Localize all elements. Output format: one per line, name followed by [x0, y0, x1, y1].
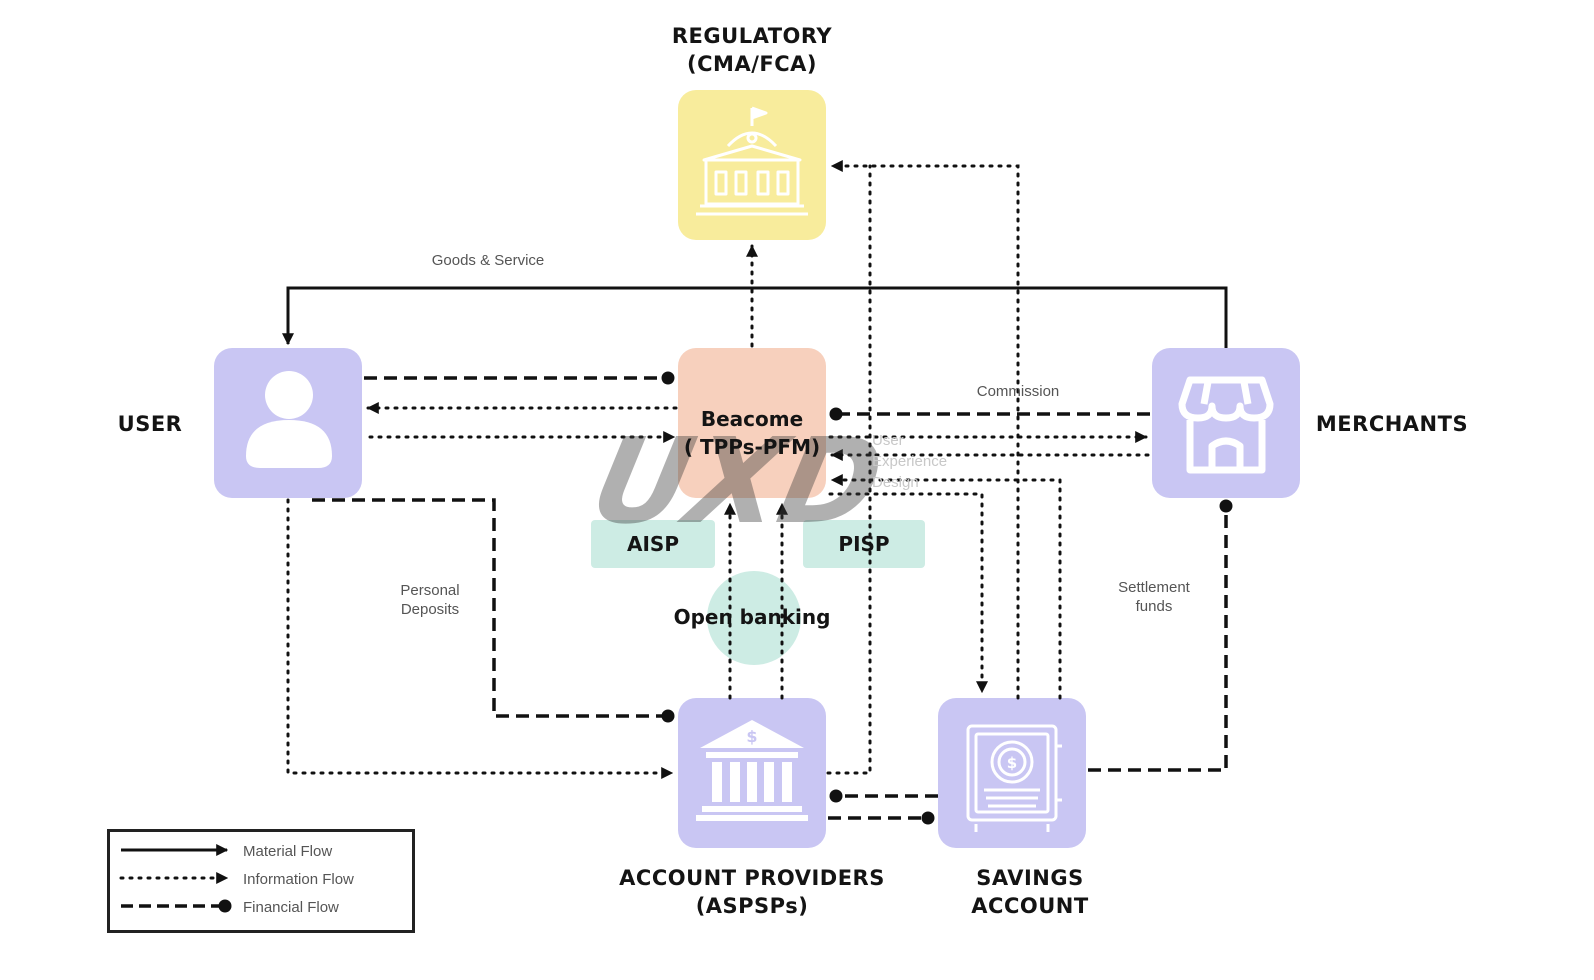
regulatory-title-line2: (CMA/FCA) [687, 52, 817, 76]
aisp-label: AISP [627, 532, 679, 556]
dollar-sign-glyph: $ [746, 727, 757, 746]
fin-flow-savings-to-merchants [1088, 499, 1233, 772]
pisp-label: PISP [838, 532, 890, 556]
beacome-title-line2: ( TPPs-PFM) [683, 435, 821, 459]
goods-service-label: Goods & Service [431, 252, 545, 269]
legend: Material Flow Information Flow Financial… [107, 829, 415, 933]
ux-line1: User [872, 432, 904, 449]
account-providers-title-line1: ACCOUNT PROVIDERS [619, 866, 885, 890]
safe-dollar-glyph: $ [1007, 754, 1017, 772]
commission-label: Commission [976, 383, 1060, 400]
legend-financial-label: Financial Flow [243, 899, 339, 916]
storefront-icon [1178, 376, 1274, 474]
ux-line3: Design [872, 474, 919, 491]
regulatory-title: REGULATORY (CMA/FCA) [602, 22, 902, 78]
info-flow-savings-to-beacome [830, 474, 1062, 700]
beacome-title: Beacome ( TPPs-PFM) [650, 405, 854, 461]
settlement-funds-label: Settlement funds [1104, 578, 1204, 616]
beacome-box [678, 348, 826, 498]
savings-title-line2: ACCOUNT [971, 894, 1089, 918]
pisp-box [803, 520, 925, 568]
merchants-box [1152, 348, 1300, 498]
ux-design-label: User Experience Design [872, 430, 982, 493]
watermark: UXD [581, 413, 895, 550]
bank-icon [696, 720, 808, 821]
legend-symbols [119, 844, 232, 913]
safe-icon [966, 724, 1062, 832]
savings-title: SAVINGS ACCOUNT [930, 864, 1130, 920]
legend-material-label: Material Flow [243, 843, 333, 860]
user-icon [246, 371, 332, 468]
merchants-title: MERCHANTS [1315, 412, 1469, 436]
personal-deposits-label: Personal Deposits [380, 581, 480, 619]
savings-title-line1: SAVINGS [976, 866, 1084, 890]
settlement-line1: Settlement [1118, 579, 1190, 596]
legend-information-label: Information Flow [243, 871, 354, 888]
ux-line2: Experience [872, 453, 948, 470]
account-providers-title: ACCOUNT PROVIDERS (ASPSPs) [592, 864, 912, 920]
aisp-box [591, 520, 715, 568]
fin-flow-user-to-providers [312, 498, 675, 723]
info-flow-user-to-providers [286, 498, 674, 779]
settlement-line2: funds [1135, 598, 1173, 615]
savings-box [938, 698, 1086, 848]
government-building-icon [696, 106, 808, 216]
account-providers-title-line2: (ASPSPs) [695, 894, 809, 918]
personal-line2: Deposits [400, 601, 460, 618]
personal-line1: Personal [400, 582, 460, 599]
info-flow-beacome-to-savings [828, 492, 988, 694]
info-flow-savings-to-regulatory [830, 160, 1020, 700]
material-flow-goods-services [282, 286, 1228, 348]
open-banking-label: Open banking [673, 605, 831, 629]
user-title: USER [117, 412, 183, 436]
regulatory-title-line1: REGULATORY [671, 24, 833, 48]
beacome-title-line1: Beacome [700, 407, 804, 431]
